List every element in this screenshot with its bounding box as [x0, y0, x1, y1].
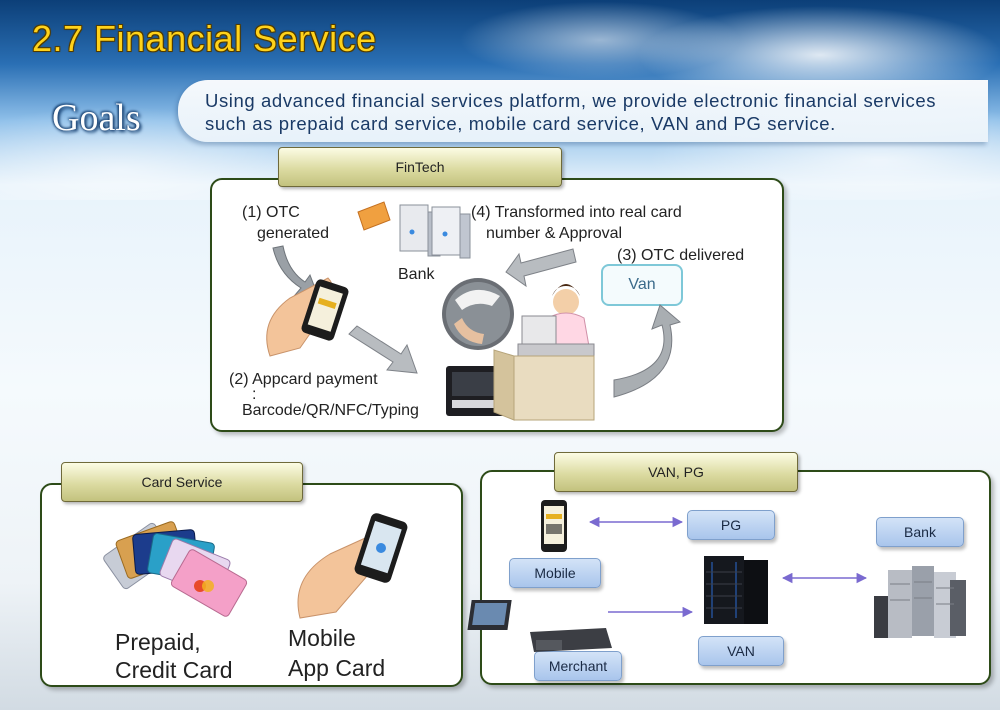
step4-line1: (4) Transformed into real card [471, 204, 682, 221]
cashier-icon [493, 284, 595, 421]
smartphone-icon [541, 500, 567, 552]
van-box: Van [601, 264, 683, 306]
pos-terminal-icon [467, 600, 612, 652]
step3-label: (3) OTC delivered [617, 247, 745, 264]
bank-box: Bank [876, 517, 964, 547]
arrow-appcard-icon [348, 325, 418, 374]
arrow-otc-delivered-icon [613, 304, 682, 398]
card-service-tab: Card Service [61, 462, 303, 502]
prepaid-line1: Prepaid, [115, 629, 201, 655]
server-rack-icon [704, 556, 768, 624]
mobile-box: Mobile [509, 558, 601, 588]
smartphone-icon [297, 513, 408, 619]
step4-line2: number & Approval [486, 225, 623, 242]
step1-line2: generated [257, 225, 330, 242]
arrow-transform-icon [505, 248, 577, 288]
step2-line3: Barcode/QR/NFC/Typing [242, 402, 419, 419]
pg-box: PG [687, 510, 775, 540]
goals-label: Goals [52, 97, 141, 139]
mobile-app-line2: App Card [288, 655, 386, 681]
server-icon [357, 201, 471, 259]
prepaid-line2: Credit Card [115, 657, 233, 683]
fintech-tab: FinTech [278, 147, 562, 187]
goals-text: Using advanced financial services platfo… [205, 90, 937, 134]
bank-label: Bank [398, 266, 435, 283]
step2-line1: (2) Appcard payment [229, 371, 378, 388]
mobile-app-line1: Mobile [288, 625, 356, 651]
van-pg-tab: VAN, PG [554, 452, 798, 492]
step1-line1: (1) OTC [242, 204, 300, 221]
step2-line2: : [252, 386, 257, 403]
van-box-pg: VAN [698, 636, 784, 666]
smartphone-icon [266, 277, 349, 357]
merchant-box: Merchant [534, 651, 622, 681]
datacenter-icon [874, 566, 966, 638]
goals-banner [178, 80, 988, 142]
credit-cards-icon [103, 521, 248, 617]
page-title: 2.7 Financial Service [32, 18, 377, 59]
